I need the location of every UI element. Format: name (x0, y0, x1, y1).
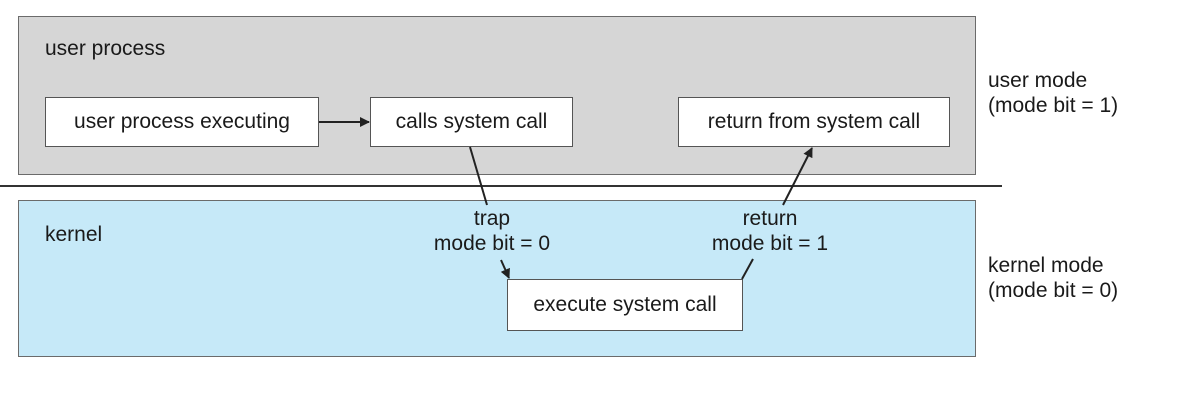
trap-label: trap mode bit = 0 (412, 206, 572, 256)
kernel-mode-line1: kernel mode (988, 254, 1104, 277)
calls-system-call-text: calls system call (395, 110, 548, 133)
execute-system-call-text: execute system call (533, 293, 717, 316)
user-mode-line2: (mode bit = 1) (988, 94, 1119, 117)
return-from-system-call-box: return from system call (678, 97, 950, 147)
trap-label-line2: mode bit = 0 (433, 232, 551, 255)
trap-line-upper (469, 146, 488, 206)
user-process-executing-text: user process executing (74, 110, 290, 133)
user-process-label: user process (45, 37, 166, 60)
calls-system-call-box: calls system call (370, 97, 573, 147)
mode-divider-line (0, 185, 1002, 187)
kernel-label: kernel (45, 223, 103, 246)
user-process-region: user process (18, 16, 976, 175)
trap-label-line1: trap (473, 207, 511, 230)
return-line-lower (741, 258, 754, 280)
return-from-system-call-text: return from system call (707, 110, 921, 133)
trap-arrow-lower (500, 259, 510, 279)
kernel-mode-line2: (mode bit = 0) (988, 279, 1119, 302)
return-label-line1: return (742, 207, 798, 230)
return-label: return mode bit = 1 (690, 206, 850, 256)
return-arrow-upper (782, 147, 813, 206)
execute-system-call-box: execute system call (507, 279, 743, 331)
return-label-line2: mode bit = 1 (711, 232, 829, 255)
user-process-executing-box: user process executing (45, 97, 319, 147)
kernel-region: kernel (18, 200, 976, 357)
user-mode-line1: user mode (988, 69, 1088, 92)
user-mode-label: user mode (mode bit = 1) (988, 68, 1118, 118)
kernel-mode-label: kernel mode (mode bit = 0) (988, 253, 1118, 303)
